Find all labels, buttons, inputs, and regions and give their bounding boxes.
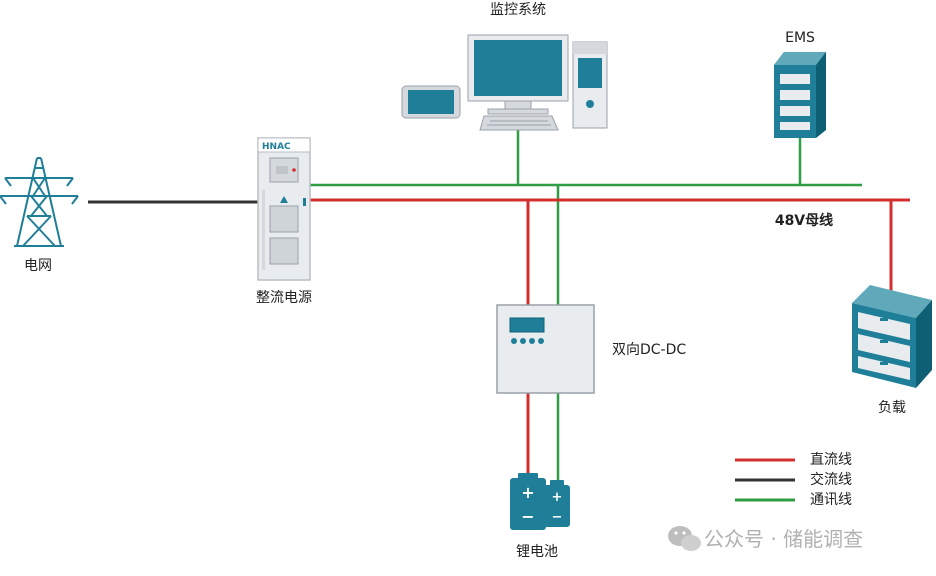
svg-text:+: + [552, 490, 563, 505]
legend-dc-label: 直流线 [810, 451, 852, 468]
battery-label: 锂电池 [516, 544, 558, 560]
svg-text:−: − [521, 507, 534, 526]
power-tower-icon [0, 157, 79, 247]
monitor-icon [467, 34, 569, 115]
watermark: 公众号 · 储能调查 [668, 526, 863, 551]
bus-label: 48V母线 [775, 212, 833, 229]
computer-tower-icon [572, 41, 608, 129]
dc-lines [310, 198, 910, 478]
load-cabinet-icon [852, 285, 932, 388]
keyboard-icon [479, 115, 559, 131]
grid-label: 电网 [24, 258, 52, 274]
svg-text:+: + [521, 483, 534, 502]
rectifier-label: 整流电源 [256, 290, 312, 306]
tablet-icon [401, 85, 461, 119]
dcdc-converter [496, 304, 595, 394]
battery-icon: + − [544, 480, 570, 527]
monitor-system-label: 监控系统 [490, 2, 546, 18]
ems-label: EMS [785, 30, 815, 46]
load-label: 负载 [878, 400, 906, 416]
legend: 直流线 交流线 通讯线 [735, 451, 852, 508]
svg-text:−: − [552, 510, 563, 525]
legend-comm-label: 通讯线 [810, 492, 852, 508]
rectifier-brand-logo: HNAC [262, 142, 291, 152]
watermark-text: 公众号 · 储能调查 [704, 527, 863, 551]
dcdc-label: 双向DC-DC [612, 342, 686, 358]
monitoring-system [401, 34, 608, 131]
ems-server-icon [774, 52, 826, 138]
legend-ac-label: 交流线 [810, 471, 852, 488]
rectifier-cabinet: HNAC [257, 137, 311, 281]
wechat-icon [668, 526, 701, 551]
battery-icon: + − [510, 473, 546, 530]
comm-lines [310, 130, 862, 485]
